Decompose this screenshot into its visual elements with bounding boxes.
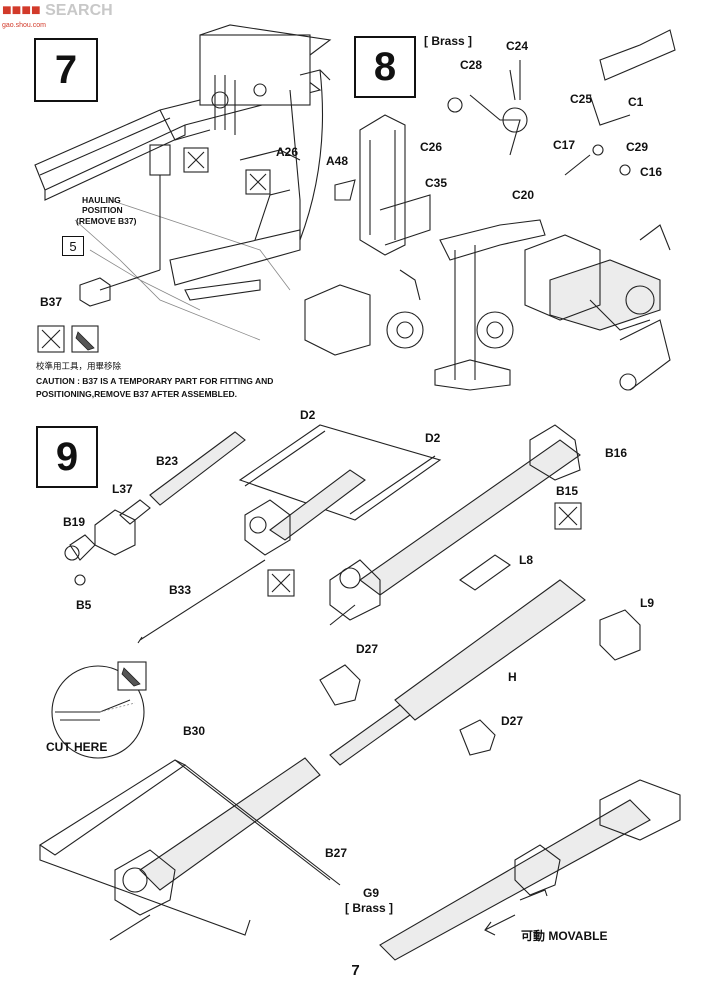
- watermark-logo-icon: ■■■■: [2, 2, 41, 19]
- step8-drawing: [304, 29, 676, 391]
- hauling-position-label: HAULING: [82, 195, 121, 205]
- part-label-b16: B16: [605, 446, 628, 460]
- part-label-c28: C28: [460, 58, 483, 72]
- part-label-d27-b: D27: [501, 714, 524, 728]
- part-label-b30: B30: [183, 724, 206, 738]
- watermark-brand: SEARCH: [45, 2, 113, 19]
- part-label-c17: C17: [553, 138, 576, 152]
- hauling-position-label-2: POSITION: [82, 205, 123, 215]
- part-label-l8: L8: [519, 553, 534, 567]
- part-label-d2-a: D2: [300, 408, 316, 422]
- part-label-b15: B15: [556, 484, 579, 498]
- watermark: ■■■■ SEARCH gao.shou.com: [2, 2, 113, 29]
- caution-chinese: 校準用工具，用畢移除: [36, 361, 122, 371]
- part-label-b33: B33: [169, 583, 192, 597]
- cut-here-label: CUT HERE: [46, 740, 108, 754]
- part-label-c35: C35: [425, 176, 448, 190]
- step-7-number: 7: [34, 38, 98, 102]
- part-label-a26: A26: [276, 145, 299, 159]
- part-label-l9: L9: [640, 596, 655, 610]
- part-label-c20: C20: [512, 188, 535, 202]
- part-label-b27: B27: [325, 846, 348, 860]
- part-label-b5: B5: [76, 598, 92, 612]
- part-label-b37: B37: [40, 295, 63, 309]
- part-label-c29: C29: [626, 140, 649, 154]
- remove-b37-note: (REMOVE B37): [76, 216, 137, 226]
- part-label-c24: C24: [506, 39, 529, 53]
- part-label-d27-a: D27: [356, 642, 379, 656]
- caution-line-1: CAUTION : B37 IS A TEMPORARY PART FOR FI…: [36, 376, 274, 386]
- step7-drawing: [34, 24, 356, 353]
- brass-label-step9: [ Brass ]: [345, 901, 394, 915]
- part-label-c16: C16: [640, 165, 663, 179]
- brass-label-step8: [ Brass ]: [424, 34, 473, 48]
- ref-box-5: 5: [62, 236, 84, 256]
- step9-drawing: [38, 424, 681, 961]
- part-label-c1: C1: [628, 95, 644, 109]
- part-label-h: H: [508, 670, 517, 684]
- part-label-l37: L37: [112, 482, 133, 496]
- step-8-number: 8: [354, 36, 416, 98]
- watermark-url: gao.shou.com: [2, 22, 46, 29]
- part-label-b23: B23: [156, 454, 179, 468]
- part-label-a48: A48: [326, 154, 349, 168]
- part-label-g9: G9: [363, 886, 380, 900]
- part-label-b19: B19: [63, 515, 86, 529]
- movable-label: 可動 MOVABLE: [521, 929, 608, 943]
- part-label-c25: C25: [570, 92, 593, 106]
- part-label-d2-b: D2: [425, 431, 441, 445]
- page-number: 7: [351, 962, 360, 979]
- caution-line-2: POSITIONING,REMOVE B37 AFTER ASSEMBLED.: [36, 389, 238, 399]
- part-label-c26: C26: [420, 140, 443, 154]
- step-9-number: 9: [36, 426, 98, 488]
